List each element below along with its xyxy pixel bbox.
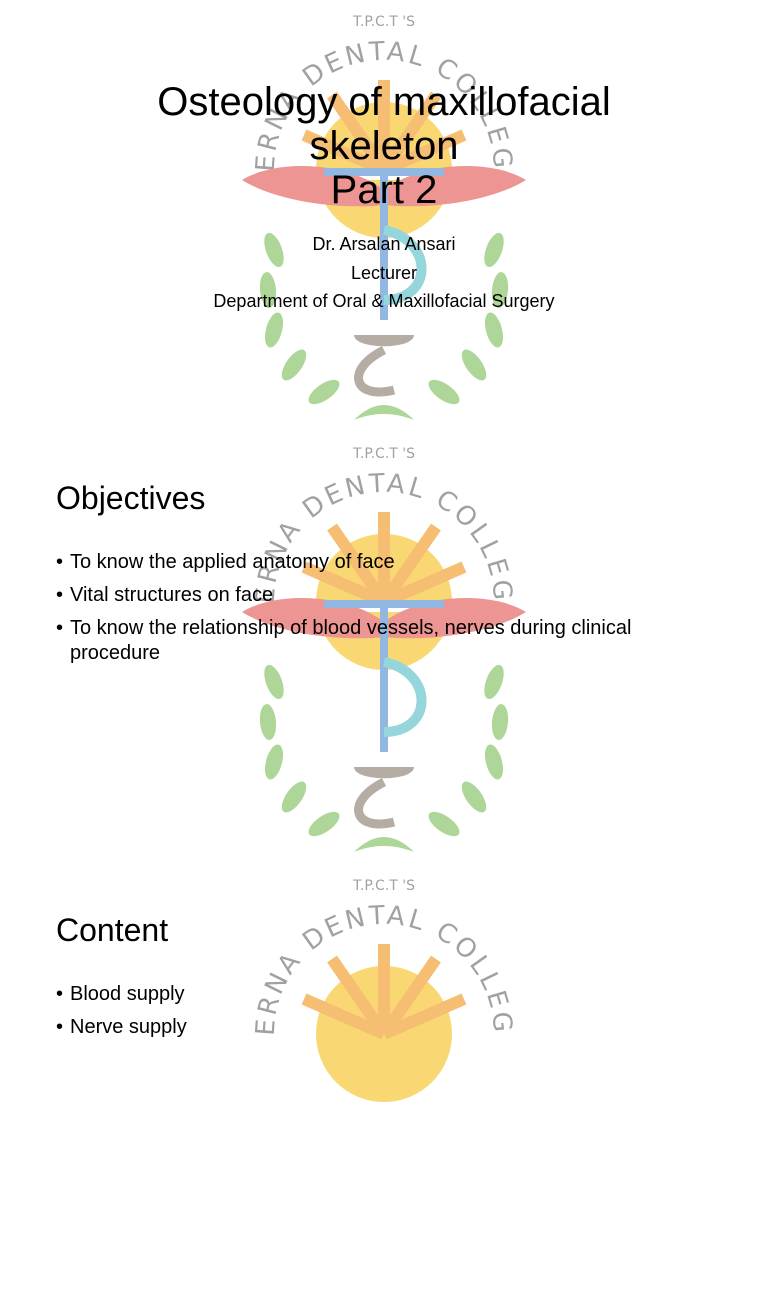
college-logo-icon: T.P.C.T 'S TERNA DENTAL COLLEGE (234, 864, 515, 1102)
bullet-item: To know the relationship of blood vessel… (56, 616, 716, 666)
author-department: Department of Oral & Maxillofacial Surge… (213, 291, 555, 311)
bullet-item: To know the applied anatomy of face (56, 550, 716, 575)
slide-heading: Content (56, 912, 169, 948)
college-logo-watermark: T.P.C.T 'S TERNA DENTAL COLLEGE (234, 0, 534, 432)
college-logo-watermark: T.P.C.T 'S TERNA DENTAL COLLEGE (234, 864, 534, 1296)
slide-subtitle: Dr. Arsalan Ansari Lecturer Department o… (0, 230, 768, 316)
slide-content: T.P.C.T 'S TERNA DENTAL COLLEGE Content … (0, 864, 768, 1296)
slide-title: T.P.C.T 'S TERNA DENTAL COLLEGE (0, 0, 768, 432)
title-line-3: Part 2 (330, 168, 438, 212)
slide-title-text: Osteology of maxillofacial skeleton Part… (0, 80, 768, 212)
title-line-1: Osteology of maxillofacial (157, 80, 611, 124)
author-role: Lecturer (350, 262, 418, 283)
svg-text:T.P.C.T 'S: T.P.C.T 'S (352, 14, 415, 30)
bullet-item: Vital structures on face (56, 583, 716, 608)
slide-heading: Objectives (56, 480, 206, 516)
title-line-2: skeleton (309, 124, 459, 168)
bullet-list: Blood supply Nerve supply (56, 982, 716, 1048)
author-name: Dr. Arsalan Ansari (312, 234, 456, 254)
bullet-item: Blood supply (56, 982, 716, 1007)
college-logo-icon: T.P.C.T 'S TERNA DENTAL COLLEGE (234, 0, 526, 420)
bullet-item: Nerve supply (56, 1015, 716, 1040)
slide-objectives: T.P.C.T 'S TERNA DENTAL COLLEGE (0, 432, 768, 864)
svg-text:T.P.C.T 'S: T.P.C.T 'S (352, 446, 415, 462)
svg-text:T.P.C.T 'S: T.P.C.T 'S (352, 878, 415, 894)
bullet-list: To know the applied anatomy of face Vita… (56, 550, 716, 674)
